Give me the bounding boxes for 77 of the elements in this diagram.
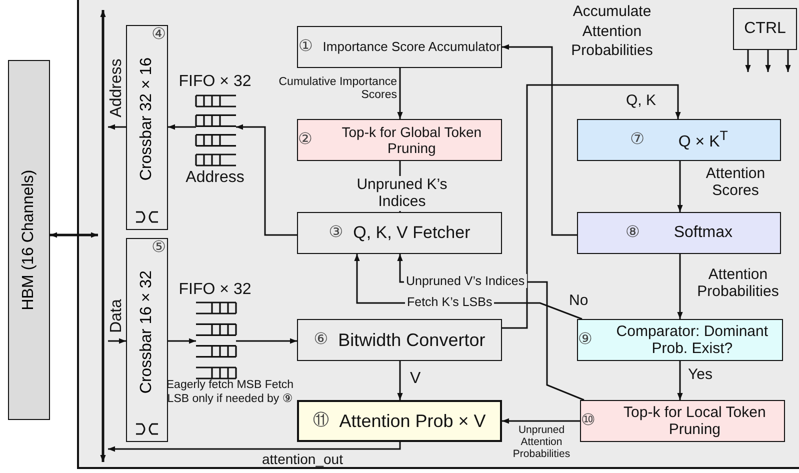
arrow (108, 338, 126, 344)
process-box (577, 319, 783, 361)
step-number: ② (298, 132, 312, 148)
edge-label: Accumulate Attention Probabilities (570, 2, 654, 60)
box-label: Top-k for Global Token Pruning (340, 124, 483, 156)
step-number: ① (298, 39, 313, 55)
control-box (733, 8, 797, 50)
fifo-queue-icon (196, 302, 236, 378)
process-box (297, 400, 502, 442)
step-number: ⑧ (625, 225, 640, 241)
fifo-queue-icon (196, 95, 236, 165)
arrow (397, 361, 403, 400)
box-label: CTRL (744, 20, 786, 38)
crossbar-label: Crossbar 16 × 32 (138, 270, 156, 394)
box-label: Bitwidth Convertor (338, 330, 486, 350)
edge-label: Address (108, 58, 126, 118)
bus-line (98, 10, 108, 462)
process-box (577, 212, 781, 254)
fifo-label: FIFO × 32 (178, 73, 252, 91)
arrow (502, 44, 577, 236)
note-text: Eagerly fetch MSB Fetch LSB only if needed by ⑨ (166, 379, 294, 407)
edge-label: attention_out (262, 451, 344, 468)
arrow (677, 254, 683, 319)
edge-label: Attention Scores (704, 165, 766, 200)
box-label: Q × K$^{T}$ (678, 128, 728, 152)
memory-label: HBM (16 Channels) (20, 170, 38, 310)
arrow (108, 124, 126, 130)
memory-box (8, 60, 50, 420)
edge-label: Unpruned Attention Probabilities (512, 424, 572, 460)
arrow (677, 161, 683, 212)
process-box (297, 319, 502, 361)
note-text: Address (184, 168, 246, 188)
box-label: Importance Score Accumulator (322, 40, 501, 54)
edge-label: Data (108, 299, 126, 333)
arrow (108, 442, 401, 452)
arrow (397, 68, 403, 119)
edge-label: Cumulative Importance Scores (278, 76, 397, 102)
step-number: ⑥ (314, 332, 328, 348)
box-label: Comparator: Dominant Prob. Exist? (615, 322, 770, 358)
arrow (502, 84, 681, 329)
process-box (577, 119, 781, 161)
crossbar-label: Crossbar 32 × 16 (138, 58, 156, 181)
arrow (677, 361, 683, 400)
arrow (50, 232, 98, 238)
box-label: Q, K, V Fetcher (353, 223, 470, 243)
process-box (297, 212, 502, 254)
arrow (236, 124, 297, 236)
arrow (168, 338, 196, 344)
box-label: Attention Prob × V (339, 410, 486, 432)
step-number: ⑩ (581, 413, 596, 429)
step-number: ⑨ (578, 332, 592, 348)
process-box (297, 26, 502, 68)
crossbar-box (126, 25, 168, 230)
crossbar-box (126, 238, 168, 442)
process-box (580, 400, 785, 442)
arrow (785, 50, 791, 72)
step-number: ⑪ (313, 413, 330, 429)
box-label: Softmax (674, 224, 733, 242)
arrow (236, 338, 297, 344)
edge-label: Yes (688, 366, 714, 384)
arrow (745, 50, 751, 72)
line-label: Fetch K’s LSBs (405, 295, 494, 310)
step-number: ④ (152, 27, 166, 43)
edge-label: No (569, 292, 590, 310)
box-label: Top-k for Local Token Pruning (622, 404, 767, 438)
edge-label: V (410, 370, 422, 388)
edge-label: Attention Probabilities (696, 266, 780, 300)
process-box (297, 119, 502, 161)
edge-label: Q, K (626, 92, 658, 110)
fifo-label: FIFO × 32 (178, 281, 252, 299)
edge-label: Unpruned V’s Indices (404, 274, 527, 288)
step-number: ⑤ (152, 240, 166, 256)
arrow (502, 418, 580, 424)
arrow (765, 50, 771, 72)
step-number: ③ (328, 225, 344, 241)
arrow (168, 124, 196, 130)
step-number: ⑦ (630, 132, 644, 148)
